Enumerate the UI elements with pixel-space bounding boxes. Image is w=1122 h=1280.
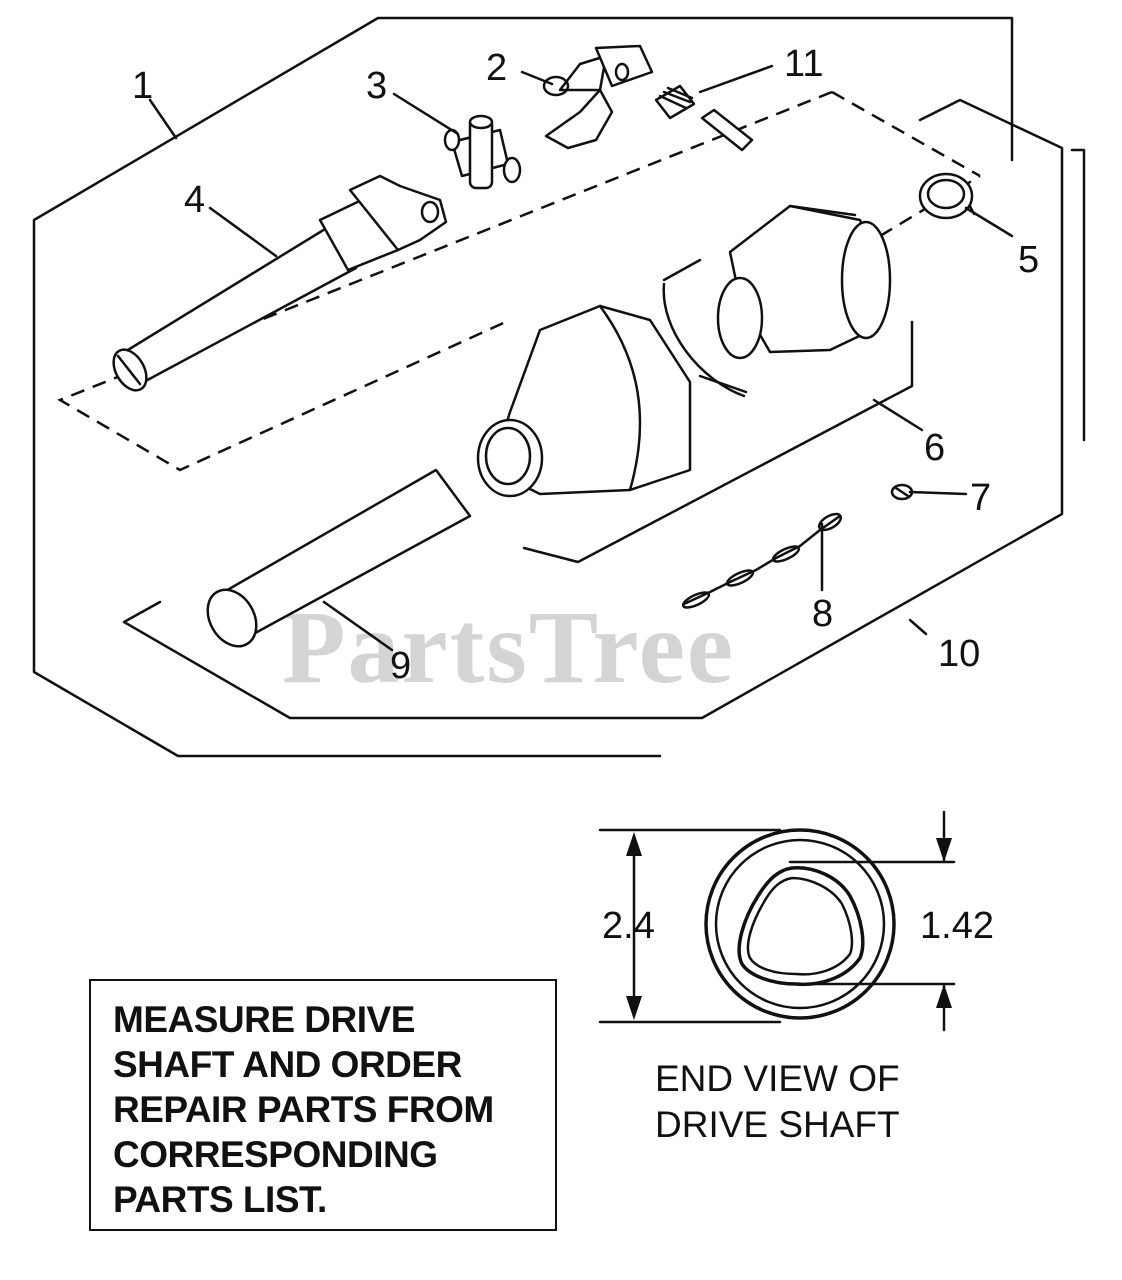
callout-5: 5 [1018,239,1039,281]
retaining-ring [918,172,976,220]
note-line-4: CORRESPONDING [113,1134,438,1175]
outer-tube [206,468,472,648]
note-line-2: SHAFT AND ORDER [113,1044,462,1085]
note-line-3: REPAIR PARTS FROM [113,1089,494,1130]
outer-yoke [542,44,654,150]
cross-and-bearing [443,114,522,190]
leader-lines [148,64,1014,652]
safety-chain [681,512,843,609]
callout-2: 2 [486,47,507,89]
callout-6: 6 [924,427,945,469]
group-outline-6 [522,320,914,564]
inner-cone-shield [476,304,692,498]
inner-shaft-yoke [112,174,448,392]
group-outline-1 [32,16,1014,758]
callout-7: 7 [970,477,991,519]
callout-9: 9 [390,645,411,687]
spring-pin [654,84,754,152]
watermark: PartsTree [282,590,735,705]
screw [890,483,914,501]
end-view-caption: END VIEW OF DRIVE SHAFT [655,1056,955,1148]
end-view-caption-line-1: END VIEW OF [655,1058,900,1099]
callout-3: 3 [366,65,387,107]
group-outline-10 [122,98,1064,720]
outer-shield-bell [662,204,892,398]
callout-8: 8 [812,593,833,635]
note-line-5: PARTS LIST. [113,1179,327,1220]
dimension-lines [598,810,956,1032]
callout-11: 11 [784,43,823,85]
inner-dimension-label: 1.42 [920,905,994,947]
measure-note-box: MEASURE DRIVE SHAFT AND ORDER REPAIR PAR… [89,979,557,1231]
outer-dimension-label: 2.4 [602,905,655,947]
callout-4: 4 [184,179,205,221]
group-outline-side [1070,148,1086,442]
callout-10: 10 [938,633,980,675]
note-line-1: MEASURE DRIVE [113,999,415,1040]
end-view-drawing [704,828,896,1020]
end-view-caption-line-2: DRIVE SHAFT [655,1104,900,1145]
callout-1: 1 [132,65,153,107]
